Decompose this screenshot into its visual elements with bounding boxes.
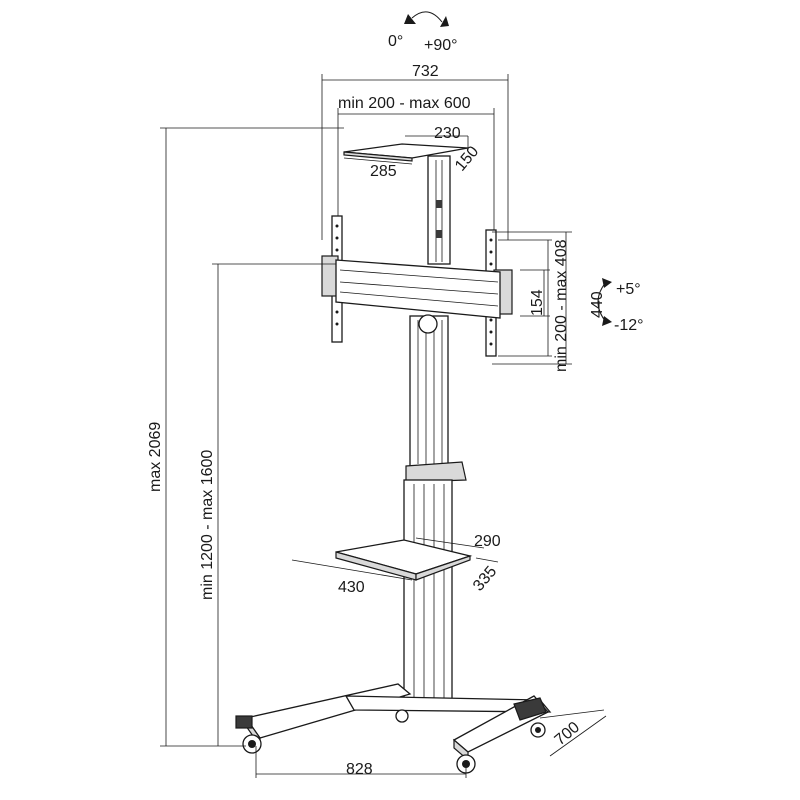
- base-depth-label: 700: [552, 719, 583, 749]
- base-width-label: 828: [346, 761, 373, 778]
- vesa-vertical-label: min 200 - max 408: [553, 239, 570, 372]
- caster-back-left: [395, 709, 409, 723]
- tilt-indicator: +5° -12°: [597, 278, 644, 334]
- top-plate: 230 150 285: [343, 125, 482, 180]
- main-column: [403, 314, 467, 711]
- rotation-label-right: +90°: [424, 37, 458, 54]
- base: [235, 683, 552, 774]
- shelf: 290 430 335: [291, 533, 501, 596]
- right-dimension-lines: 154 min 200 - max 408 440: [492, 231, 606, 372]
- tilt-down-label: -12°: [614, 317, 644, 334]
- caster-front-right: [456, 754, 476, 774]
- width-range-label: min 200 - max 600: [338, 95, 471, 112]
- top-plate-width-label: 230: [434, 125, 461, 142]
- top-plate-length-label: 285: [370, 163, 397, 180]
- arm-height-label: 440: [589, 291, 606, 318]
- rotation-arrow-icon: [411, 11, 443, 23]
- shelf-width-front-label: 430: [338, 579, 365, 596]
- upper-column: [427, 155, 451, 265]
- height-max-label: max 2069: [147, 422, 164, 492]
- bracket-height-label: 154: [529, 289, 546, 316]
- tilt-up-label: +5°: [616, 281, 641, 298]
- rotation-indicator: 0° +90°: [388, 11, 458, 54]
- shelf-depth-label: 335: [470, 563, 500, 594]
- horizontal-arm: [335, 259, 501, 319]
- width-total-label: 732: [412, 63, 439, 80]
- shelf-width-back-label: 290: [474, 533, 501, 550]
- height-dimension-lines: max 2069 min 1200 - max 1600: [147, 127, 344, 747]
- width-dimension-lines: 732 min 200 - max 600: [321, 63, 509, 240]
- height-range-label: min 1200 - max 1600: [199, 450, 216, 600]
- caster-back-right: [530, 722, 546, 738]
- rotation-label-left: 0°: [388, 33, 403, 50]
- caster-front-left: [242, 734, 262, 754]
